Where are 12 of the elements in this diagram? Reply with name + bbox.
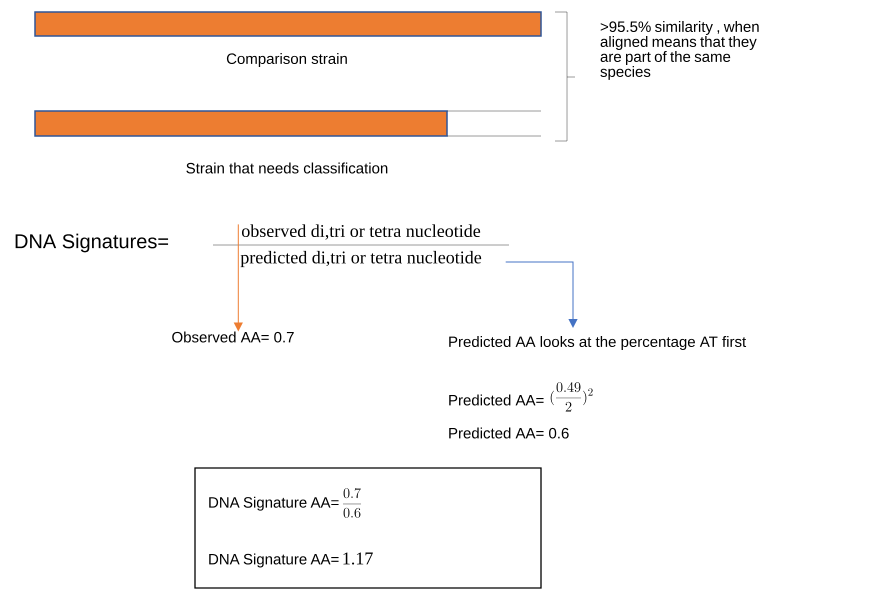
result-text: Predicted AA looks at the percentage AT first [449,336,746,350]
denominator-text: predicted di,tri or tetra nucleotide [240,250,482,268]
formula: $(\frac{0.49}{2})^2$ [550,382,593,412]
note: >95.5% similarity , when aligned means that they are part of the same species [600,21,759,80]
numerator-text: observed di,tri or tetra nucleotide [242,224,480,240]
caption: Strain that needs classification [186,162,388,174]
caption: Comparison strain [226,53,347,67]
formula-label: Predicted AA= 0.6 [449,428,569,438]
result-text: Observed AA= 0.7 [172,332,294,342]
formula-label: Predicted AA= [449,394,544,406]
formula-label: DNA Signatures= [16,234,168,252]
result-box: DNA Signature AA= $\frac{0.7}{0.6}$ DNA Signature AA= 1.17 [194,467,542,589]
